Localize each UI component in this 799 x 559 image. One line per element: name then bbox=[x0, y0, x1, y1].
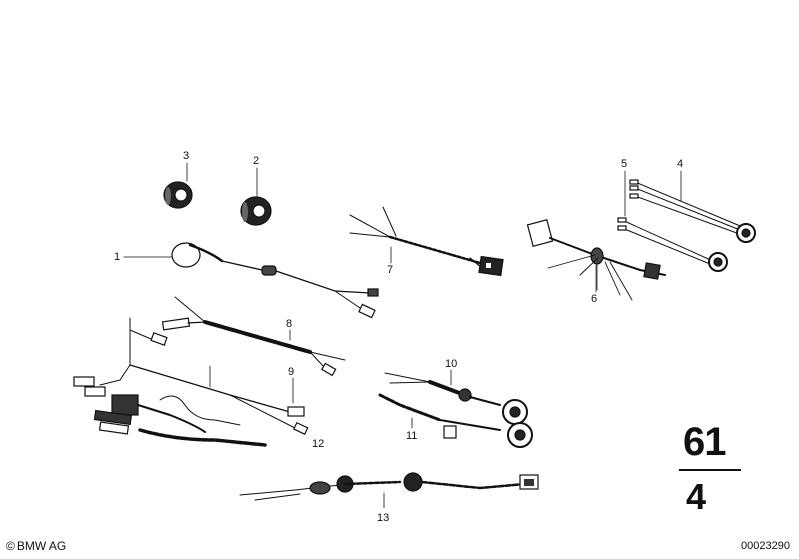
subgroup-number: 4 bbox=[686, 476, 707, 517]
callout-9: 9 bbox=[288, 366, 295, 378]
part-10-11-connector-cables[interactable] bbox=[378, 369, 533, 448]
part-13-cable[interactable] bbox=[239, 472, 539, 509]
part-12-9-main-harness[interactable] bbox=[73, 317, 309, 447]
part-4-5-6-harness[interactable] bbox=[526, 170, 756, 301]
callout-4: 4 bbox=[677, 158, 684, 170]
group-number: 61 bbox=[683, 420, 726, 464]
part-7-harness[interactable] bbox=[349, 206, 504, 277]
image-id: 00023290 bbox=[741, 540, 790, 552]
callout-6: 6 bbox=[591, 293, 598, 305]
callout-12: 12 bbox=[312, 438, 325, 450]
callout-11: 11 bbox=[406, 430, 418, 442]
callout-8: 8 bbox=[286, 318, 293, 330]
callout-2: 2 bbox=[253, 155, 260, 167]
copyright-text: BMW AG bbox=[16, 539, 67, 553]
callout-10: 10 bbox=[445, 358, 458, 370]
callout-3: 3 bbox=[183, 150, 190, 162]
callout-5: 5 bbox=[621, 158, 628, 170]
callout-13: 13 bbox=[377, 512, 390, 524]
part-1-lamp-cable[interactable] bbox=[123, 242, 379, 319]
group-divider bbox=[679, 469, 741, 471]
copyright-icon: © bbox=[6, 539, 15, 553]
callout-7: 7 bbox=[387, 264, 394, 276]
callout-1: 1 bbox=[114, 251, 121, 263]
part-8-harness[interactable] bbox=[129, 296, 346, 377]
part-3-grommet[interactable] bbox=[163, 162, 193, 209]
copyright-notice: ©BMW AG bbox=[6, 539, 66, 553]
part-2-grommet[interactable] bbox=[240, 167, 272, 226]
